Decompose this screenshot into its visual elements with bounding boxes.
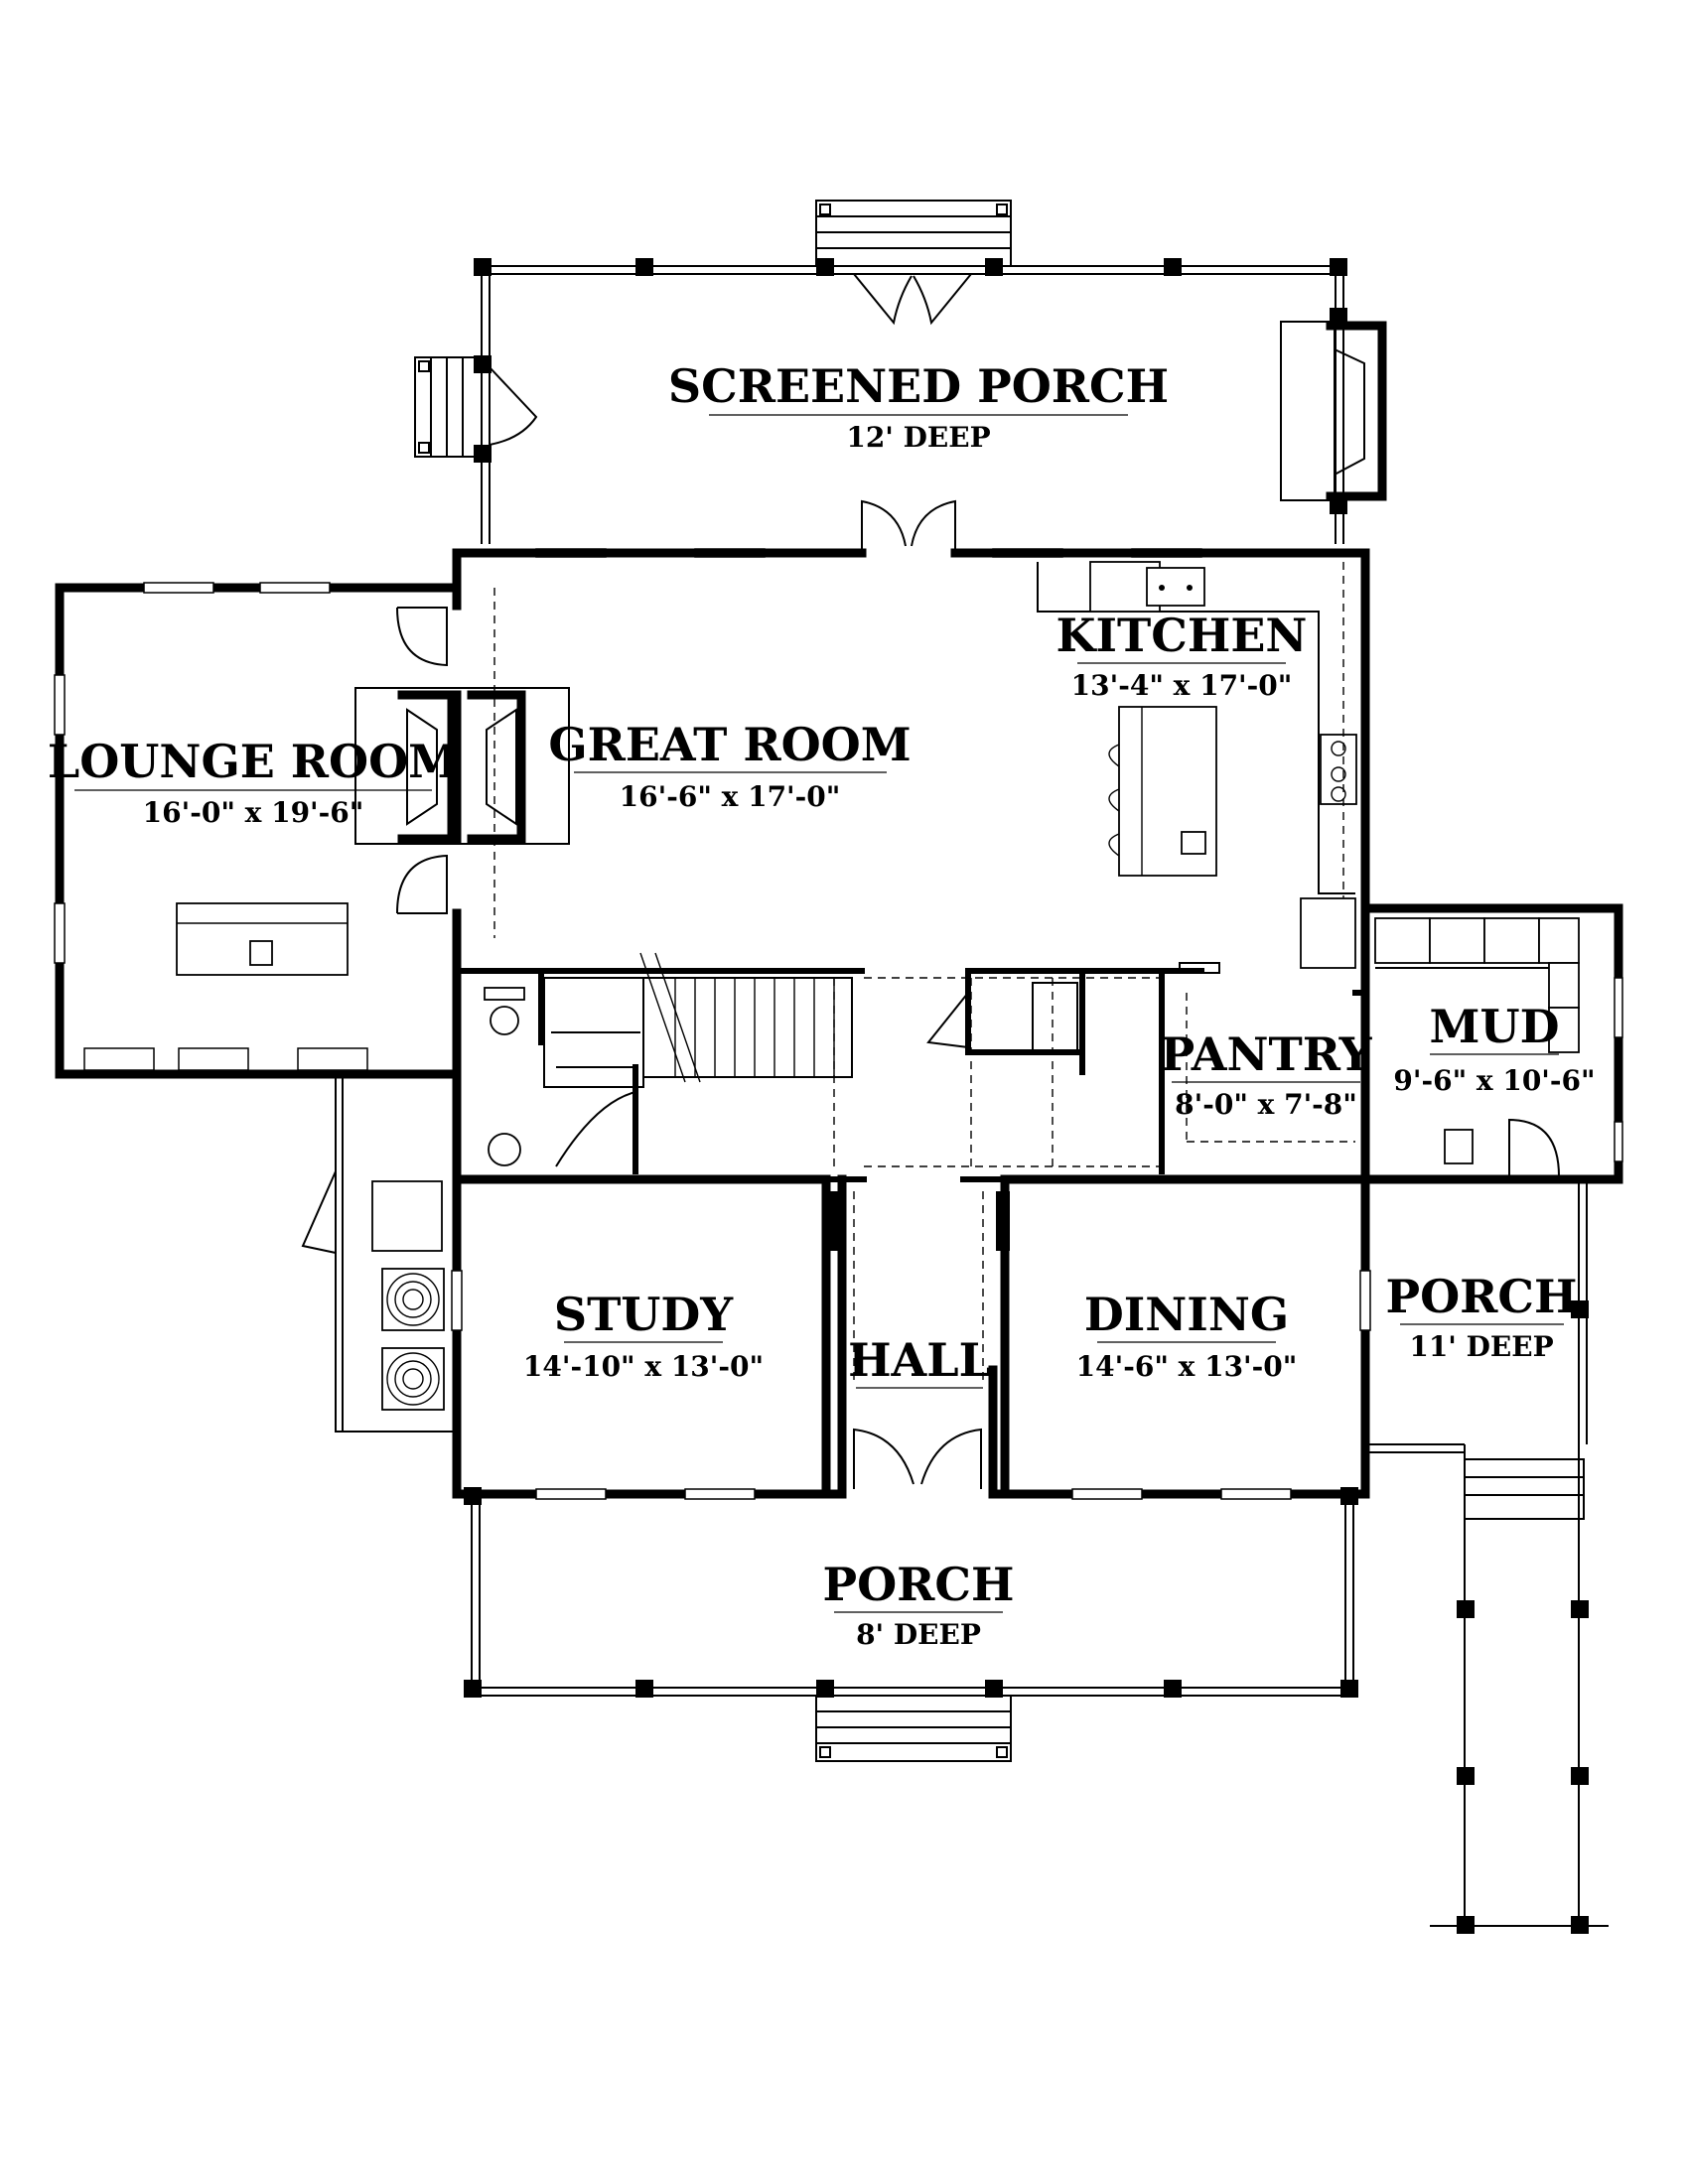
pantry-dim: 8'-0" x 7'-8": [1175, 1088, 1357, 1121]
side-porch-name: PORCH: [1386, 1270, 1578, 1323]
front-porch-name: PORCH: [823, 1558, 1015, 1611]
front-windows: [451, 1191, 1371, 1500]
mud-name: MUD: [1430, 1000, 1560, 1053]
side-porch-structure: [1365, 1179, 1609, 1934]
study-name: STUDY: [554, 1288, 734, 1341]
kitchen-name: KITCHEN: [1056, 609, 1308, 662]
room-labels: SCREENED PORCH 12' DEEP KITCHEN 13'-4" x…: [48, 359, 1596, 1651]
hall-name: HALL: [848, 1333, 991, 1387]
dining-name: DINING: [1084, 1288, 1289, 1341]
kitchen-fixtures: [1037, 561, 1357, 969]
screened-porch-name: SCREENED PORCH: [668, 359, 1169, 413]
mud-dim: 9'-6" x 10'-6": [1393, 1064, 1595, 1097]
great-room-dim: 16'-6" x 17'-0": [620, 780, 841, 813]
great-room-name: GREAT ROOM: [548, 718, 911, 771]
pantry-mud-structure: [1179, 903, 1623, 1184]
study-dim: 14'-10" x 13'-0": [523, 1350, 764, 1383]
front-porch-dim: 8' DEEP: [856, 1618, 981, 1651]
screened-porch-dim: 12' DEEP: [846, 421, 990, 454]
side-porch-dim: 11' DEEP: [1409, 1330, 1553, 1363]
pantry-name: PANTRY: [1161, 1027, 1373, 1081]
front-porch-structure: [464, 1487, 1358, 1762]
lounge-room-structure: [54, 582, 570, 1433]
lounge-room-name: LOUNGE ROOM: [48, 735, 459, 788]
dining-dim: 14'-6" x 13'-0": [1076, 1350, 1298, 1383]
stairs-and-powder: [484, 952, 1162, 1171]
kitchen-dim: 13'-4" x 17'-0": [1071, 669, 1293, 702]
lounge-room-dim: 16'-0" x 19'-6": [143, 796, 364, 829]
